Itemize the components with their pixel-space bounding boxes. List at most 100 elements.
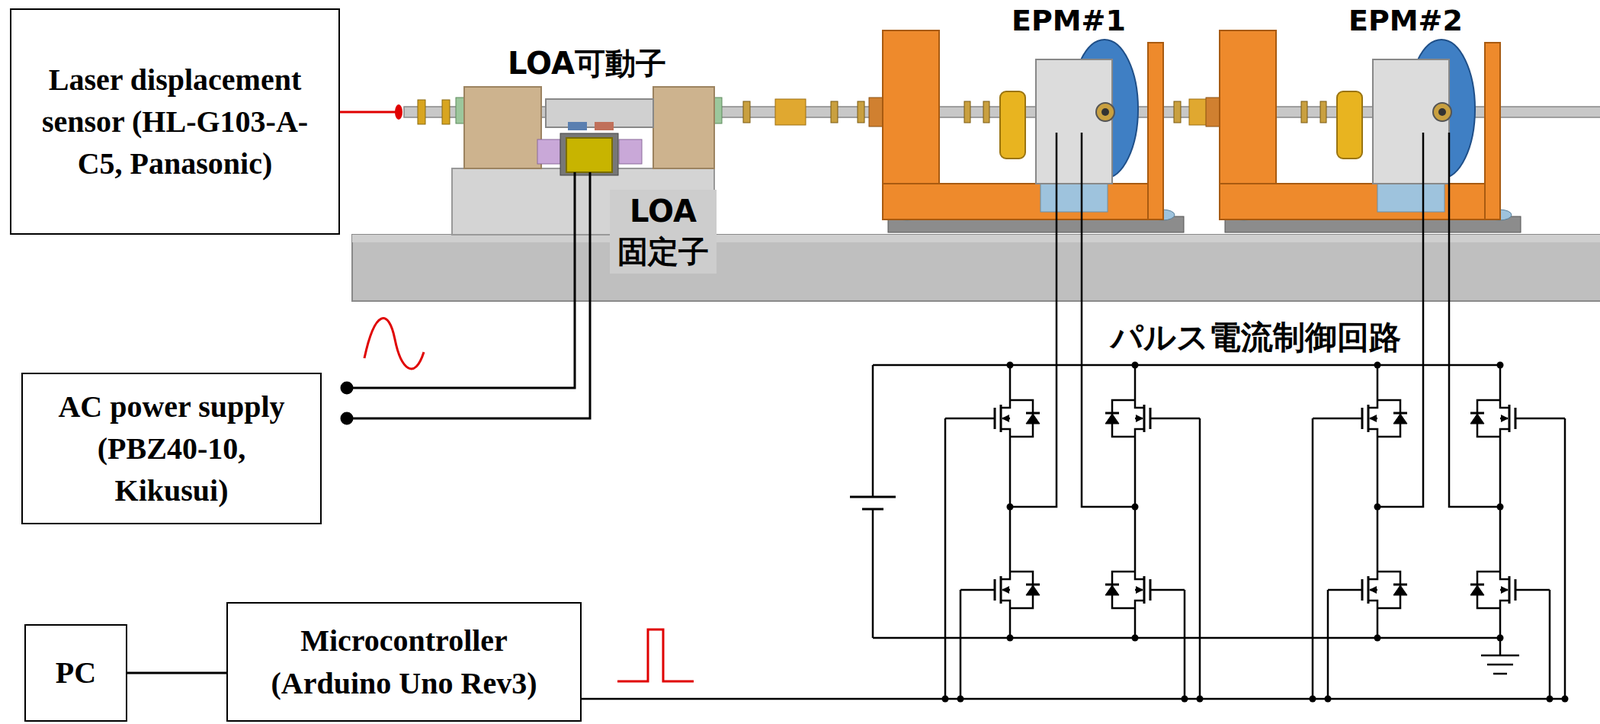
epm-unit [1438, 108, 1447, 116]
circuit-wire [1134, 365, 1137, 396]
junction-dot [1006, 634, 1014, 642]
circuit-wire [1000, 404, 1003, 433]
circuit-wire [1026, 412, 1040, 415]
circuit-wire [1183, 589, 1187, 699]
circuit-wire [581, 698, 1565, 701]
laser-beam [394, 104, 403, 120]
box-text: AC power supply (PBZ40-10, Kikusui) [45, 385, 298, 513]
circuit-wire [1481, 654, 1520, 658]
circuit-wire [1105, 412, 1120, 415]
circuit-wire [1493, 673, 1508, 676]
circuit-wire [1150, 589, 1185, 592]
epm-unit [983, 101, 990, 123]
box-text: PC [55, 651, 97, 694]
circuit-wire [1500, 600, 1510, 613]
circuit-wire [1311, 418, 1315, 699]
epm-unit [1484, 42, 1501, 220]
circuit-wire [1000, 429, 1011, 442]
linear-oscillatory-actuator [567, 121, 587, 131]
circuit-wire [1135, 395, 1145, 408]
epm-unit [964, 101, 971, 123]
circuit-wire [1135, 589, 1143, 592]
connector-line [127, 672, 227, 675]
part-label: EPM#1 [1011, 2, 1126, 40]
circuit-wire [1009, 612, 1012, 639]
laser-beam [339, 104, 403, 120]
ac-waveform [364, 318, 424, 369]
circuit-wire [872, 509, 875, 639]
linear-oscillatory-actuator [566, 137, 613, 173]
epm-unit [1337, 91, 1363, 159]
circuit-wire [1002, 589, 1011, 592]
circuit-wire [1000, 576, 1003, 604]
circuit-wire [1487, 663, 1514, 667]
circuit-wire [1500, 429, 1510, 442]
junction-dot [1181, 695, 1189, 703]
circuit-wire [849, 496, 896, 499]
circuit-wire [1393, 583, 1408, 587]
circuit-wire [1376, 365, 1379, 396]
circuit-wire [1500, 395, 1510, 408]
circuit-wire [1000, 600, 1011, 613]
box-text: Microcontroller (Arduino Uno Rev3) [250, 619, 558, 704]
circuit-wire [1393, 412, 1408, 415]
circuit-wire [1369, 589, 1378, 592]
circuit-wire [1368, 600, 1378, 613]
junction-dot [1374, 634, 1382, 642]
circuit-wire [1508, 404, 1511, 433]
junction-dot [1006, 362, 1014, 369]
circuit-wire [945, 417, 995, 421]
junction-dot [1561, 695, 1569, 703]
shaft [743, 101, 751, 123]
part-label: パルス電流制御回路 [1110, 317, 1402, 360]
linear-oscillatory-actuator [714, 97, 722, 124]
circuit-wire [872, 637, 1501, 640]
circuit-wire [1499, 612, 1502, 639]
epm-unit [1000, 91, 1026, 159]
circuit-wire [1000, 567, 1011, 580]
epm-unit [882, 30, 1184, 233]
linear-oscillatory-actuator [653, 86, 715, 169]
junction-dot [1131, 362, 1139, 369]
circuit-wire [1199, 418, 1202, 699]
circuit-wire [1367, 404, 1370, 433]
circuit-wire [944, 418, 947, 699]
laser-beam [339, 111, 398, 114]
circuit-wire [1470, 412, 1485, 415]
pulse-waveform [617, 629, 694, 682]
junction-dot [1131, 634, 1139, 642]
circuit-wire [1368, 395, 1378, 408]
circuit-wire [1500, 567, 1510, 580]
diode-symbol [1105, 585, 1120, 596]
loa-wiring [341, 172, 590, 424]
loa-wiring [349, 172, 590, 419]
loa-wiring [349, 172, 575, 388]
junction-dot [1497, 634, 1504, 642]
pulse-waveform [617, 629, 694, 682]
circuit-wire [1002, 417, 1011, 421]
junction-dot [942, 695, 950, 703]
circuit-wire [1327, 589, 1363, 592]
base-plate [352, 234, 1600, 302]
circuit-wire [1515, 417, 1565, 421]
epm-unit [1320, 101, 1327, 123]
diode-symbol [1470, 413, 1485, 424]
circuit-wire [1010, 132, 1057, 507]
circuit-wire [872, 364, 1501, 367]
junction-dot [1546, 695, 1554, 703]
junction-dot [1196, 695, 1204, 703]
circuit-wire [1508, 576, 1511, 604]
circuit-wire [1134, 612, 1137, 639]
epm-unit [1377, 179, 1445, 212]
circuit-wire [1135, 600, 1145, 613]
circuit-wire [1499, 365, 1502, 396]
device-box: Laser displacement sensor (HL-G103-A-C5,… [9, 8, 340, 235]
circuit-wire [1009, 365, 1012, 396]
circuit-wire [1000, 395, 1011, 408]
circuit-wire [1327, 589, 1330, 699]
circuit-wire [1135, 567, 1145, 580]
device-box: AC power supply (PBZ40-10, Kikusui) [21, 372, 322, 525]
linear-oscillatory-actuator [455, 97, 465, 124]
circuit-wire [1500, 417, 1508, 421]
circuit-wire [1312, 417, 1363, 421]
